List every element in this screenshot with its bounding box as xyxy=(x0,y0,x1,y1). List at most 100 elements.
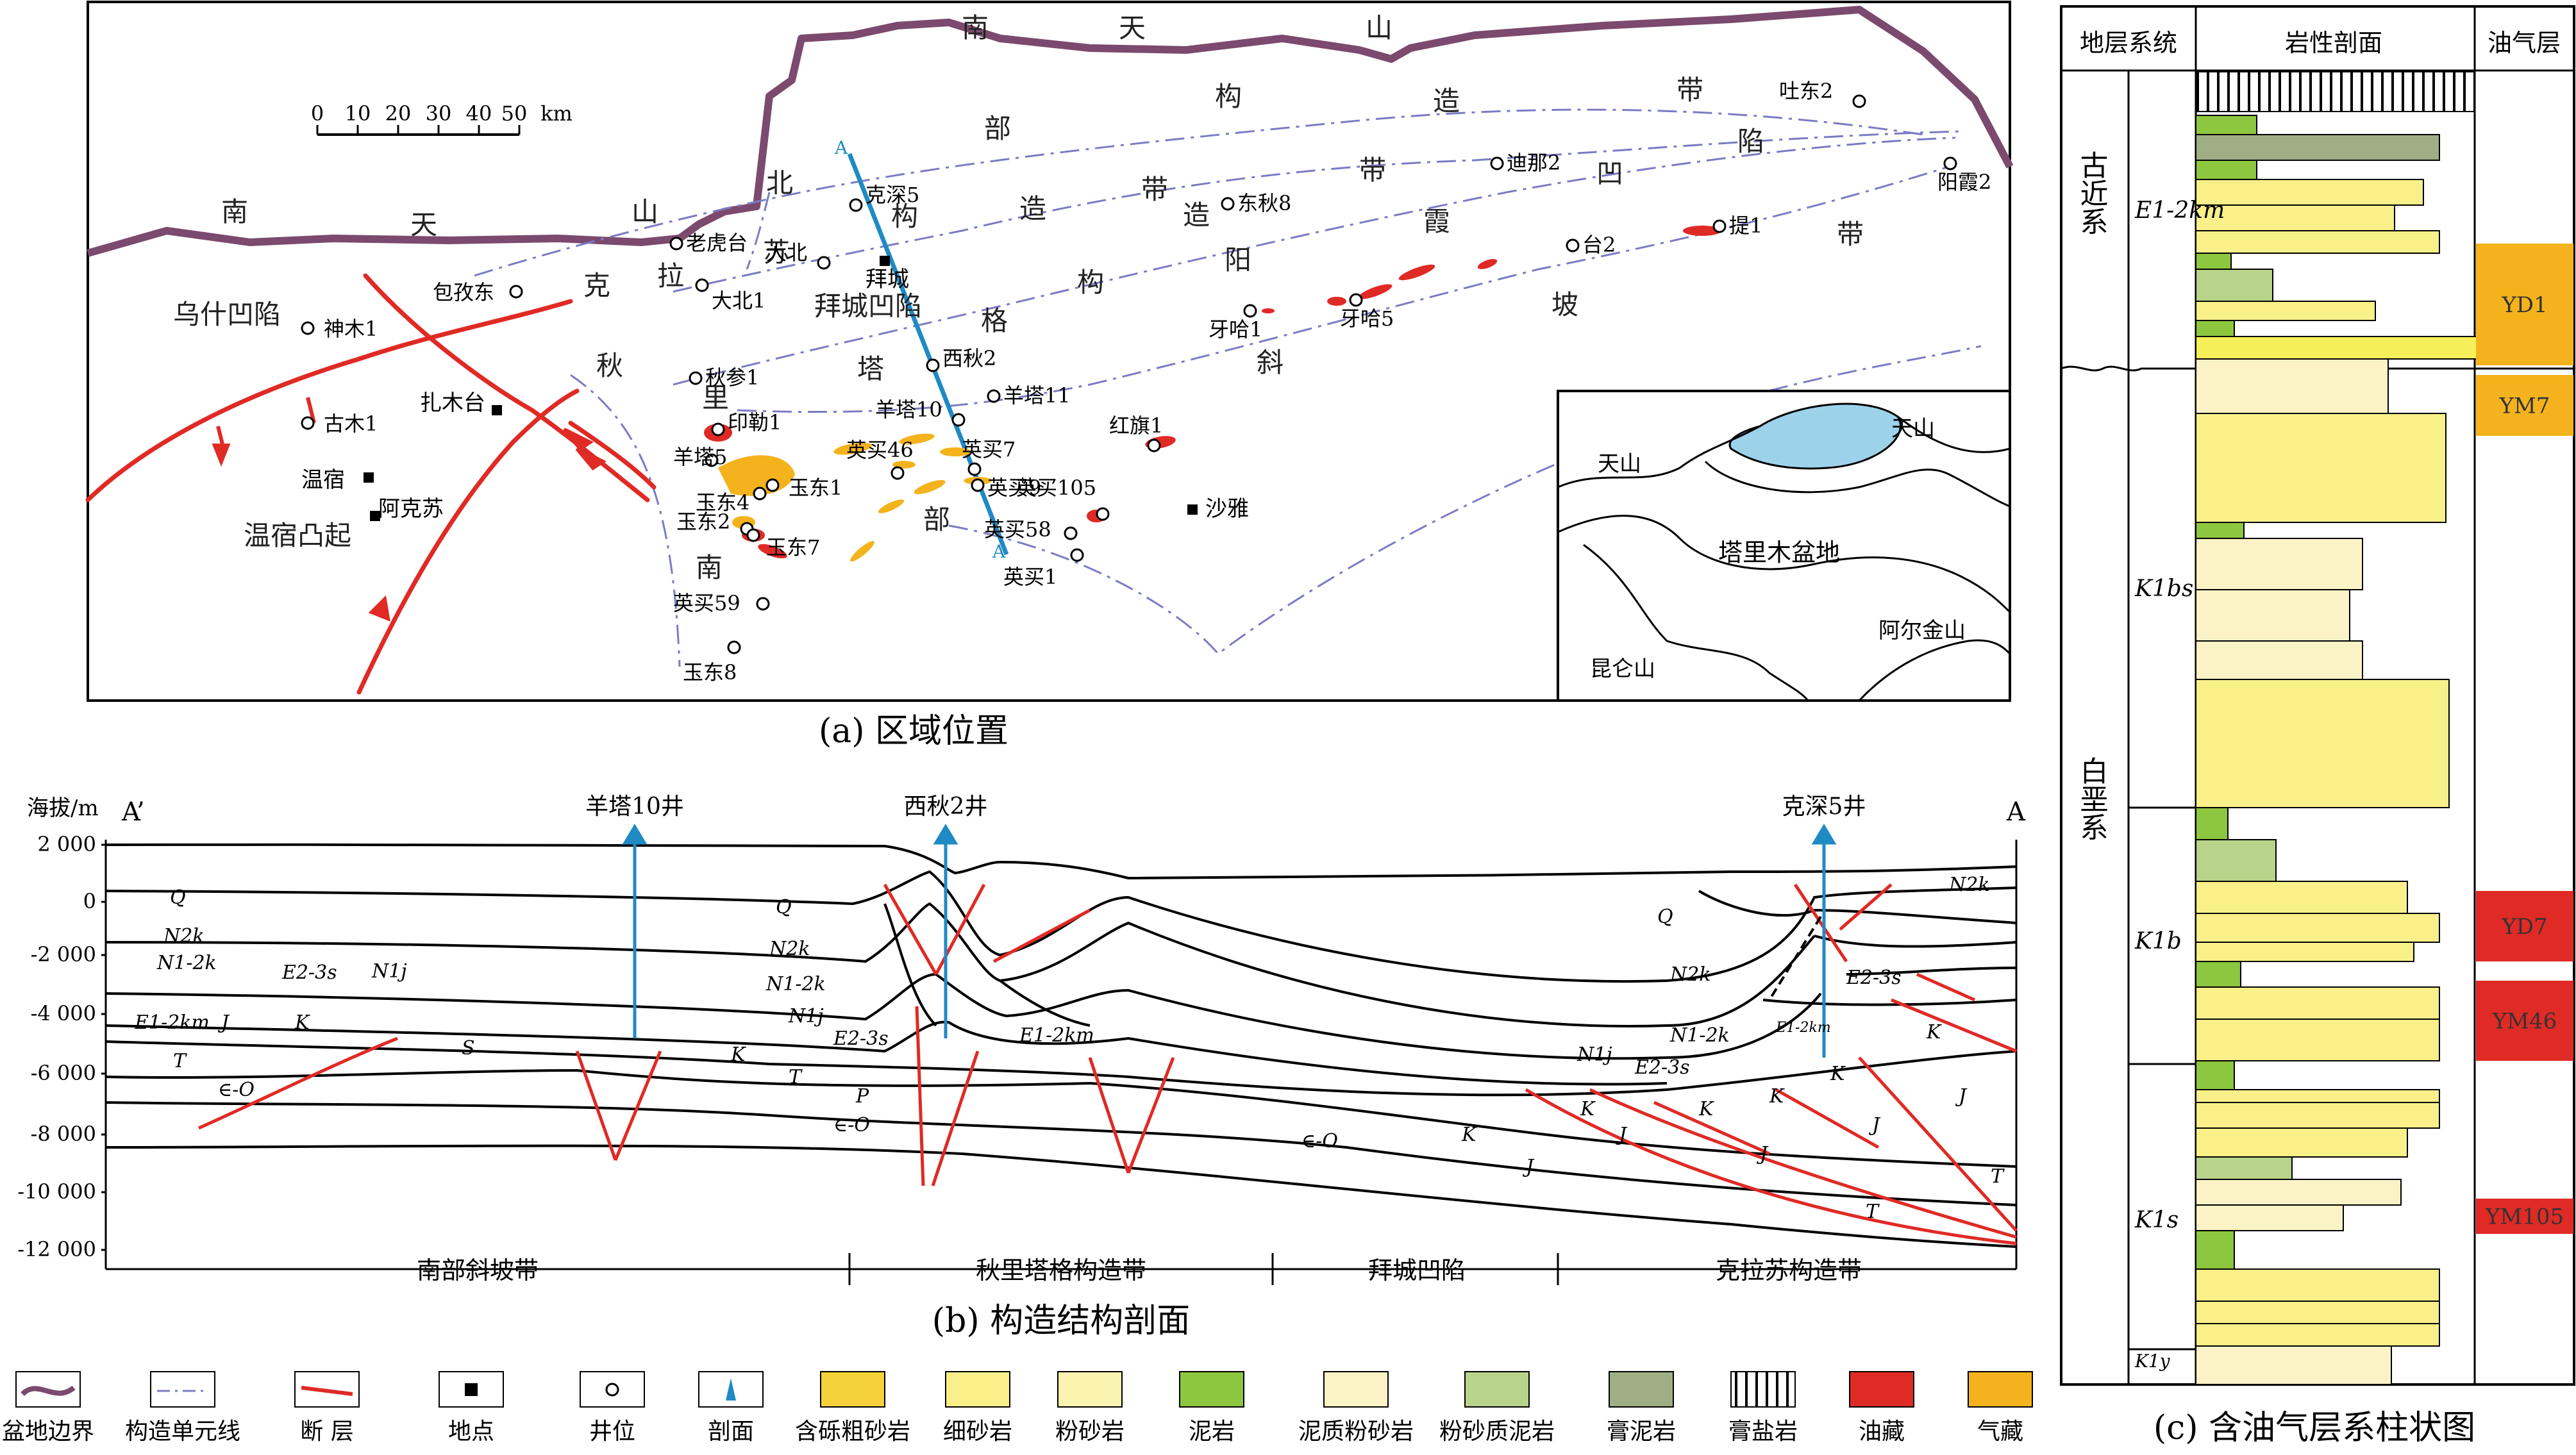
well-marker xyxy=(669,237,683,251)
region-label: 造 xyxy=(1433,85,1460,117)
legend-label: 剖面 xyxy=(708,1418,754,1445)
system-cretaceous: 白垩系 xyxy=(2075,756,2108,841)
well-label: 英买105 xyxy=(1016,476,1096,500)
legend-item: 泥质粉砂岩 xyxy=(1298,1371,1414,1445)
inset-label: 昆仑山 xyxy=(1590,656,1655,682)
well-marker xyxy=(987,389,1001,403)
strata-label: K xyxy=(294,1011,310,1034)
strata-label: N2k xyxy=(163,925,205,947)
well-label: 英买9 xyxy=(987,476,1041,500)
reservoir-label: YM46 xyxy=(2492,1009,2557,1035)
well-label: 古木1 xyxy=(324,412,378,436)
lithology-bar xyxy=(2195,1018,2440,1061)
region-label: 南 xyxy=(696,552,723,583)
legend-icon xyxy=(605,1383,619,1397)
strata-label: E2-3s xyxy=(833,1027,889,1050)
lithology-bar xyxy=(2195,589,2350,642)
well-marker xyxy=(1490,156,1504,170)
strata-label: T xyxy=(1991,1165,2005,1188)
strata-label: J xyxy=(1522,1156,1535,1178)
well-marker xyxy=(756,597,770,611)
strata-label: E1-2km xyxy=(134,1011,210,1034)
well-marker xyxy=(849,198,863,212)
lithology-bar xyxy=(2195,1179,2402,1206)
lithology-bar xyxy=(2195,839,2277,882)
strata-label: T xyxy=(789,1066,803,1088)
region-label: 苏 xyxy=(763,237,790,268)
lithology-bar xyxy=(2195,1060,2235,1090)
well-label: 西秋2 xyxy=(942,346,996,370)
region-label: 秋 xyxy=(596,350,623,381)
legend-item: 含砾粗砂岩 xyxy=(795,1371,910,1445)
strata-label: N1-2k xyxy=(1669,1024,1730,1047)
well-marker xyxy=(817,256,831,270)
inset-map: 天山 天山 塔里木盆地 昆仑山 阿尔金山 xyxy=(1557,390,2011,702)
legend-icon xyxy=(945,1371,1010,1408)
well-marker xyxy=(951,413,966,427)
well-label: 牙哈1 xyxy=(1209,317,1262,342)
strata-label: S xyxy=(462,1037,475,1060)
strata-label: J xyxy=(217,1011,230,1034)
place-label: 扎木台 xyxy=(420,390,485,416)
legend-label: 粉砂质泥岩 xyxy=(1439,1418,1555,1445)
reservoir-label: YD1 xyxy=(2501,292,2547,318)
lithology-bar xyxy=(2195,522,2245,539)
region-label: 南 xyxy=(221,196,248,228)
lithology-bar xyxy=(2195,1345,2392,1385)
place-marker xyxy=(1187,504,1198,515)
region-label: 拉 xyxy=(657,260,684,292)
region-label: 北 xyxy=(766,167,793,199)
strata-label: N2k xyxy=(1948,874,1990,896)
y-tick: -8 000 xyxy=(31,1122,96,1146)
section-label-a2: A xyxy=(992,541,1006,562)
zone-label: 秋里塔格构造带 xyxy=(976,1256,1146,1285)
scale-bar: 0 10 20 30 40 50 km xyxy=(311,101,573,136)
well-marker xyxy=(1221,197,1235,211)
legend-icon xyxy=(21,1385,76,1397)
well-marker xyxy=(301,321,315,335)
strata-label: J xyxy=(1955,1085,1968,1108)
y-tick: -2 000 xyxy=(31,942,96,967)
strata-label: K xyxy=(1769,1085,1785,1108)
lithology-bar xyxy=(2195,1102,2440,1129)
lithology-bar xyxy=(2195,538,2363,590)
legend-icon xyxy=(726,1378,736,1401)
place-label: 阿克苏 xyxy=(378,496,444,522)
region-label: 克 xyxy=(583,270,610,301)
region-label: 乌什凹陷 xyxy=(173,299,281,330)
well-label: 印勒1 xyxy=(728,410,782,435)
well-marker xyxy=(727,640,741,654)
legend-icon xyxy=(1323,1371,1389,1408)
caption-b: (b) 构造结构剖面 xyxy=(932,1302,1190,1340)
well-marker xyxy=(1243,304,1257,318)
lithology-bar xyxy=(2195,320,2235,337)
region-label: 霞 xyxy=(1423,206,1450,237)
strata-label: N1j xyxy=(788,1005,824,1027)
region-label: 拜城凹陷 xyxy=(814,290,922,322)
strata-label: K xyxy=(1830,1063,1846,1085)
well-label: 秋参1 xyxy=(705,365,759,390)
well-marker xyxy=(967,462,982,476)
place-label: 拜城 xyxy=(866,267,909,292)
y-tick: 2 000 xyxy=(37,832,96,856)
well-label-xiqiu2: 西秋2井 xyxy=(904,794,988,820)
strata-label: E2-3s xyxy=(281,961,337,984)
reservoir-box xyxy=(2476,1199,2573,1234)
region-label: 塔 xyxy=(857,353,884,385)
place-label: 温宿 xyxy=(301,467,345,493)
lithology-bar xyxy=(2195,1301,2440,1324)
well-label: 克深5 xyxy=(866,183,919,207)
strata-label: ∈-O xyxy=(1301,1130,1338,1152)
region-label: 坡 xyxy=(1551,289,1578,320)
lithology-bar xyxy=(2195,115,2257,135)
legend-label: 膏盐岩 xyxy=(1728,1418,1798,1445)
legend-icon xyxy=(439,1371,504,1408)
well-marker xyxy=(746,528,760,542)
well-marker xyxy=(1064,526,1078,540)
lithology-bar xyxy=(2195,179,2424,206)
well-label: 牙哈5 xyxy=(1340,306,1394,331)
strata-label: Q xyxy=(1657,906,1673,928)
legend-label: 构造单元线 xyxy=(125,1418,240,1445)
lithology-bar xyxy=(2195,301,2376,321)
